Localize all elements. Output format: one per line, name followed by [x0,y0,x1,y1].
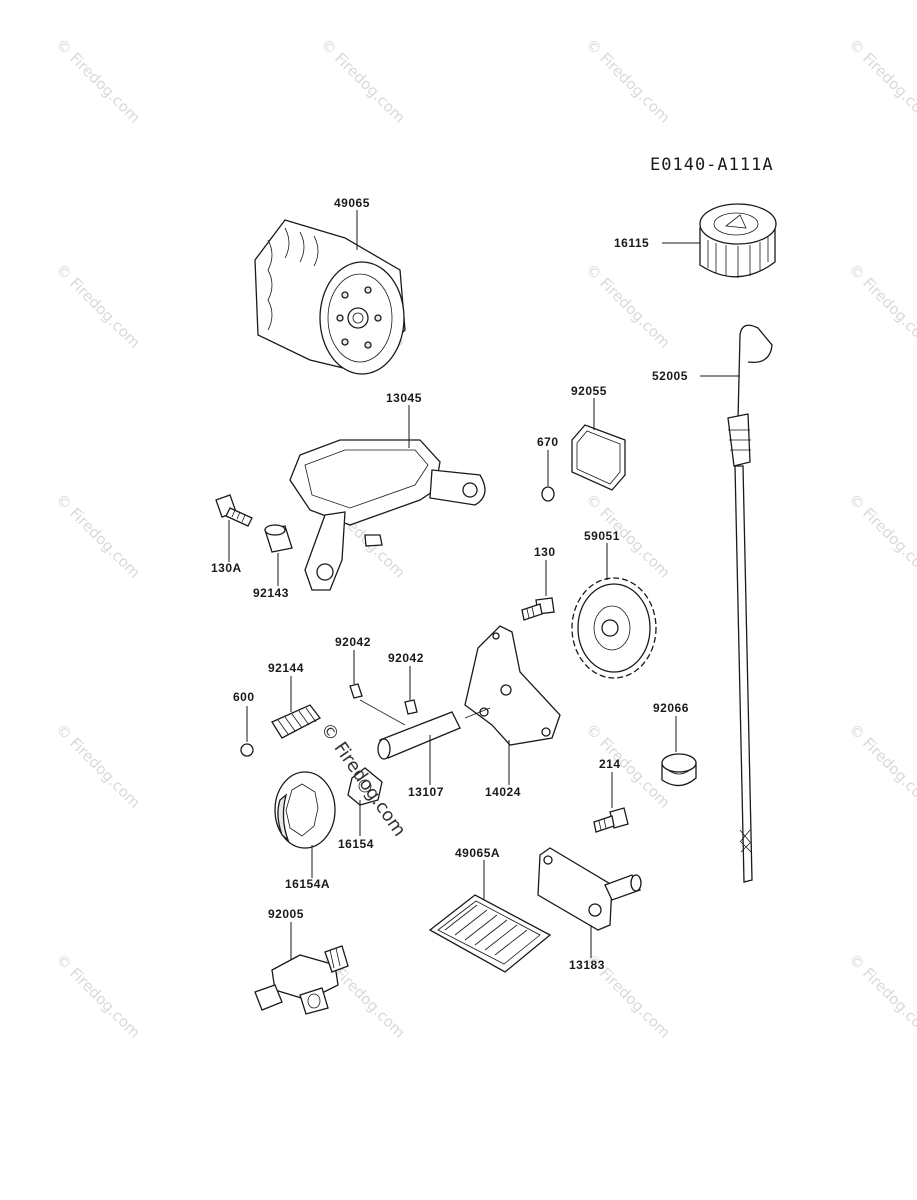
part-49065-oil-filter[interactable] [254,219,406,375]
part-label-16154A[interactable]: 16154A [285,877,330,891]
part-130-bolt[interactable] [521,597,555,621]
part-13183-plate[interactable] [537,847,642,931]
part-52005-oil-dipstick[interactable] [727,324,773,883]
part-label-49065A[interactable]: 49065A [455,846,500,860]
part-label-13045[interactable]: 13045 [386,391,422,405]
watermark: © Firedog.com [582,720,674,812]
watermark-grid: © Firedog.com © Firedog.com © Firedog.co… [52,35,917,1042]
watermark: © Firedog.com [317,35,409,127]
part-130A-bolt[interactable] [215,494,253,527]
part-label-92042[interactable]: 92042 [335,635,371,649]
part-13107-pump-shaft[interactable] [359,699,491,760]
part-16154A-outer-rotor[interactable] [274,771,336,849]
part-label-92144[interactable]: 92144 [268,661,304,675]
part-14024-oil-pump-cover[interactable] [464,625,561,746]
watermark: © Firedog.com [845,260,917,352]
part-label-92066[interactable]: 92066 [653,701,689,715]
watermark: © Firedog.com [582,35,674,127]
part-label-130[interactable]: 130 [534,545,556,559]
watermark: © Firedog.com [52,950,144,1042]
part-49065A-oil-screen[interactable] [428,894,552,973]
part-600-ball[interactable] [240,743,254,757]
watermark: © Firedog.com [845,950,917,1042]
diagram-code: E0140-A111A [650,155,774,175]
watermark: © Firedog.com [845,720,917,812]
part-label-92042[interactable]: 92042 [388,651,424,665]
part-92144-spring[interactable] [271,704,321,739]
part-label-52005[interactable]: 52005 [652,369,688,383]
part-59051-oil-pump-gear[interactable] [571,577,657,679]
part-label-92055[interactable]: 92055 [571,384,607,398]
part-label-16115[interactable]: 16115 [614,236,649,250]
part-92066-plug[interactable] [661,753,697,787]
part-label-214[interactable]: 214 [599,757,621,771]
part-214-screw[interactable] [593,807,629,833]
part-label-92005[interactable]: 92005 [268,907,304,921]
watermark: © Firedog.com [52,720,144,812]
part-92042-pin[interactable] [404,699,418,715]
part-label-16154[interactable]: 16154 [338,837,374,851]
watermark: © Firedog.com [845,490,917,582]
watermark: © Firedog.com [582,260,674,352]
watermark: © Firedog.com [52,260,144,352]
part-label-49065[interactable]: 49065 [334,196,370,210]
part-92055-gasket[interactable] [571,424,626,491]
part-label-59051[interactable]: 59051 [584,529,620,543]
watermark: © Firedog.com [52,35,144,127]
part-92042-pin[interactable] [349,683,363,699]
watermark: © Firedog.com [845,35,917,127]
watermark: © Firedog.com [52,490,144,582]
part-13045-oil-strainer-bracket[interactable] [289,439,486,591]
part-label-92143[interactable]: 92143 [253,586,289,600]
part-label-130A[interactable]: 130A [211,561,242,575]
part-label-600[interactable]: 600 [233,690,255,704]
part-label-670[interactable]: 670 [537,435,559,449]
part-16115-oil-filler-cap[interactable] [699,203,777,278]
part-92005-oil-pressure-fitting[interactable] [254,945,349,1015]
part-label-14024[interactable]: 14024 [485,785,521,799]
part-16154-inner-rotor[interactable] [347,767,383,806]
part-670-o-ring[interactable] [541,486,555,502]
part-label-13107[interactable]: 13107 [408,785,444,799]
part-92143-collar[interactable] [264,524,293,553]
part-label-13183[interactable]: 13183 [569,958,605,972]
